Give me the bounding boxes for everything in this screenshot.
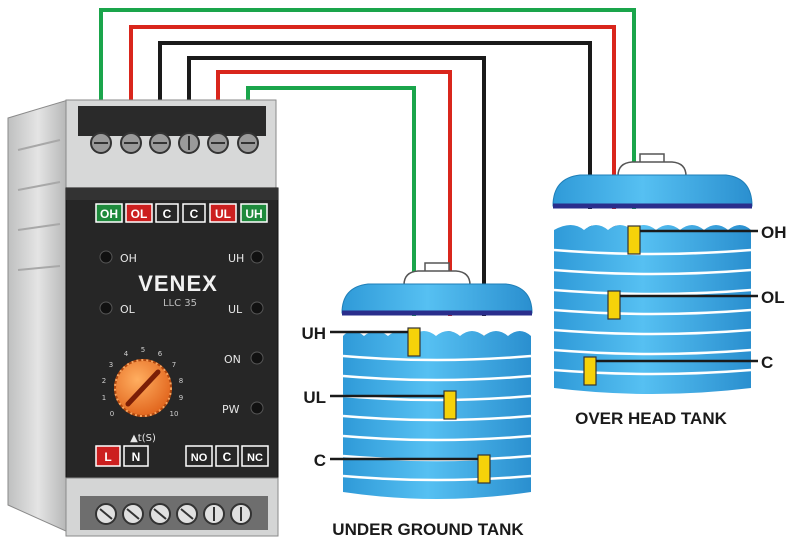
bottom-terminal-block (95, 503, 252, 525)
terminal-label-n: N (132, 450, 141, 464)
dial-label: ▲t(S) (130, 433, 156, 444)
probe-label-c: C (314, 451, 326, 470)
terminal-screw[interactable] (237, 132, 259, 154)
terminal-label-box (241, 445, 269, 467)
terminal-screw[interactable] (120, 132, 142, 154)
terminal-label-box (185, 445, 213, 467)
led-ul-indicator (250, 301, 264, 315)
led-ol-indicator (99, 301, 113, 315)
dial-tick: 1 (102, 394, 106, 402)
terminal-label-oh: OH (100, 207, 118, 221)
indicator-label-ol: OL (120, 303, 136, 316)
dial-tick: 6 (158, 350, 163, 358)
indicator-label-uh: UH (228, 252, 244, 265)
terminal-label-box (125, 203, 153, 223)
terminal-label-c: C (163, 207, 172, 221)
terminal-label-box (215, 445, 239, 467)
terminal-screw[interactable] (149, 132, 171, 154)
terminal-screw[interactable] (207, 132, 229, 154)
dial-tick: 0 (110, 410, 114, 418)
terminal-label-box (182, 203, 206, 223)
probe-label-ul: UL (303, 388, 326, 407)
model-name: LLC 35 (163, 298, 197, 309)
terminal-label-ol: OL (131, 207, 148, 221)
dial-tick: 4 (124, 350, 129, 358)
terminal-label-ul: UL (215, 207, 231, 221)
tank-title: UNDER GROUND TANK (332, 520, 524, 539)
terminal-label-c: C (190, 207, 199, 221)
wire-c-black-underground (187, 56, 486, 463)
terminal-screw[interactable] (95, 503, 117, 525)
terminal-label-box (155, 203, 179, 223)
terminal-screw[interactable] (230, 503, 252, 525)
probe-c-sensor (477, 454, 491, 484)
terminal-screw[interactable] (176, 503, 198, 525)
terminal-label-box (95, 445, 121, 467)
probe-oh-sensor (627, 225, 641, 255)
probe-ul-sensor (443, 390, 457, 420)
wire-oh-green (99, 8, 636, 236)
terminal-screw[interactable] (178, 132, 200, 154)
top-terminal-block (90, 132, 259, 154)
terminal-label-nc: NC (247, 452, 263, 464)
terminal-label-box (240, 203, 268, 223)
terminal-label-uh: UH (245, 207, 262, 221)
terminal-screw[interactable] (90, 132, 112, 154)
probe-uh-sensor (407, 327, 421, 357)
terminal-screw[interactable] (149, 503, 171, 525)
terminal-label-box (209, 203, 237, 223)
probe-label-c: C (761, 353, 773, 372)
under-ground-tank: UH UL C UNDER GROUND TANK (301, 262, 533, 539)
terminal-label-c: C (223, 450, 232, 464)
top-terminal-labels: OH OL C C UL UH (95, 203, 268, 223)
indicator-label-pw: PW (222, 403, 240, 416)
dial-tick: 8 (179, 377, 183, 385)
led-oh-indicator (99, 250, 113, 264)
terminal-screw[interactable] (203, 503, 225, 525)
terminal-label-l: L (104, 450, 111, 464)
probe-c-sensor (583, 356, 597, 386)
dial-tick: 2 (102, 377, 106, 385)
terminal-label-no: NO (191, 452, 208, 464)
led-pw-indicator (250, 401, 264, 415)
dial-tick: 9 (179, 394, 183, 402)
dial-tick: 3 (109, 361, 113, 369)
probe-label-uh: UH (301, 324, 326, 343)
dial-tick: 5 (141, 346, 145, 354)
level-controller: OH OL C C UL UH OH OL VENEX LLC 35 UH UL… (7, 99, 279, 537)
wire-ol-red (129, 25, 616, 303)
time-dial-scale: 0 1 2 3 4 5 6 7 8 9 10 (102, 346, 183, 418)
dial-tick: 10 (170, 410, 179, 418)
indicator-label-ul: UL (228, 303, 243, 316)
led-uh-indicator (250, 250, 264, 264)
probe-label-ol: OL (761, 288, 785, 307)
probe-ol-sensor (607, 290, 621, 320)
indicator-label-oh: OH (120, 252, 137, 265)
terminal-screw[interactable] (122, 503, 144, 525)
brand-logo: VENEX (138, 271, 218, 296)
led-on-indicator (250, 351, 264, 365)
dial-tick: 7 (172, 361, 176, 369)
indicator-label-on: ON (224, 353, 241, 366)
time-delay-knob[interactable] (114, 359, 172, 417)
terminal-label-box (123, 445, 149, 467)
bottom-terminal-labels: L N NO C NC (95, 445, 269, 467)
probe-label-oh: OH (761, 223, 787, 242)
tank-title: OVER HEAD TANK (575, 409, 727, 428)
over-head-tank: OH OL C OVER HEAD TANK (552, 153, 787, 428)
terminal-label-box (95, 203, 123, 223)
